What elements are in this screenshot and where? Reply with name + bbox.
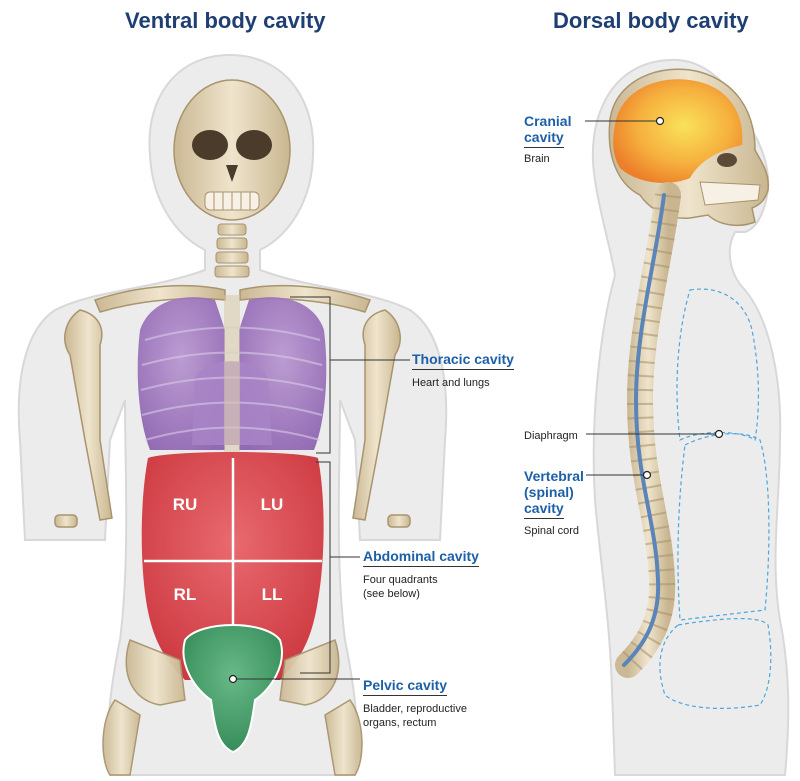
dorsal-title: Dorsal body cavity — [553, 8, 749, 33]
cranial-desc: Brain — [524, 153, 550, 165]
thoracic-cavity-lungs — [137, 295, 327, 455]
abdominal-desc-line1: Four quadrants — [363, 574, 438, 586]
pelvic-cavity — [182, 624, 283, 754]
vertebral-pointer — [586, 470, 652, 480]
pelvic-label: Pelvic cavity — [363, 677, 448, 696]
vertebral-name-line3: cavity — [524, 500, 564, 519]
abdominal-desc: Four quadrants (see below) — [363, 573, 438, 601]
quadrant-rl-label: RL — [174, 585, 197, 604]
thoracic-label: Thoracic cavity — [412, 351, 514, 370]
pelvic-pointer — [228, 674, 360, 684]
cranial-name-line2: cavity — [524, 129, 564, 148]
abdominal-label: Abdominal cavity — [363, 548, 479, 567]
abdominal-cavity: RU LU RL LL — [141, 452, 324, 680]
thoracic-name: Thoracic cavity — [412, 351, 514, 370]
quadrant-lu-label: LU — [261, 495, 284, 514]
neck-vertebrae-icon — [214, 223, 250, 278]
cranial-pointer — [585, 116, 665, 126]
diaphragm-label: Diaphragm — [524, 430, 578, 442]
vertebral-label: Vertebral (spinal) cavity — [524, 468, 584, 519]
pelvic-name: Pelvic cavity — [363, 677, 448, 696]
pelvic-desc-line2: organs, rectum — [363, 717, 437, 729]
vertebral-desc: Spinal cord — [524, 525, 580, 537]
thoracic-desc: Heart and lungs — [412, 377, 490, 389]
spine-icon — [615, 182, 681, 678]
diaphragm-pointer — [586, 429, 724, 439]
quadrant-ll-label: LL — [262, 585, 283, 604]
abdominal-desc-line2: (see below) — [363, 588, 420, 600]
abdominal-bracket — [300, 461, 360, 674]
skull-icon — [173, 79, 291, 221]
cranial-name-line1: Cranial — [524, 113, 572, 129]
thoracic-bracket — [290, 296, 410, 454]
cranial-label: Cranial cavity — [524, 113, 571, 148]
pelvic-desc-line1: Bladder, reproductive — [363, 703, 467, 715]
pelvic-desc: Bladder, reproductive organs, rectum — [363, 702, 467, 730]
abdominal-name: Abdominal cavity — [363, 548, 479, 567]
shoulder-bones-icon — [54, 284, 411, 528]
side-skull-icon — [608, 68, 769, 227]
ventral-title: Ventral body cavity — [125, 8, 326, 33]
vertebral-name-line1: Vertebral — [524, 468, 584, 484]
quadrant-ru-label: RU — [173, 495, 198, 514]
dorsal-body-silhouette — [591, 58, 790, 776]
vertebral-name-line2: (spinal) — [524, 484, 574, 500]
torso-dashed-outlines — [659, 288, 772, 709]
